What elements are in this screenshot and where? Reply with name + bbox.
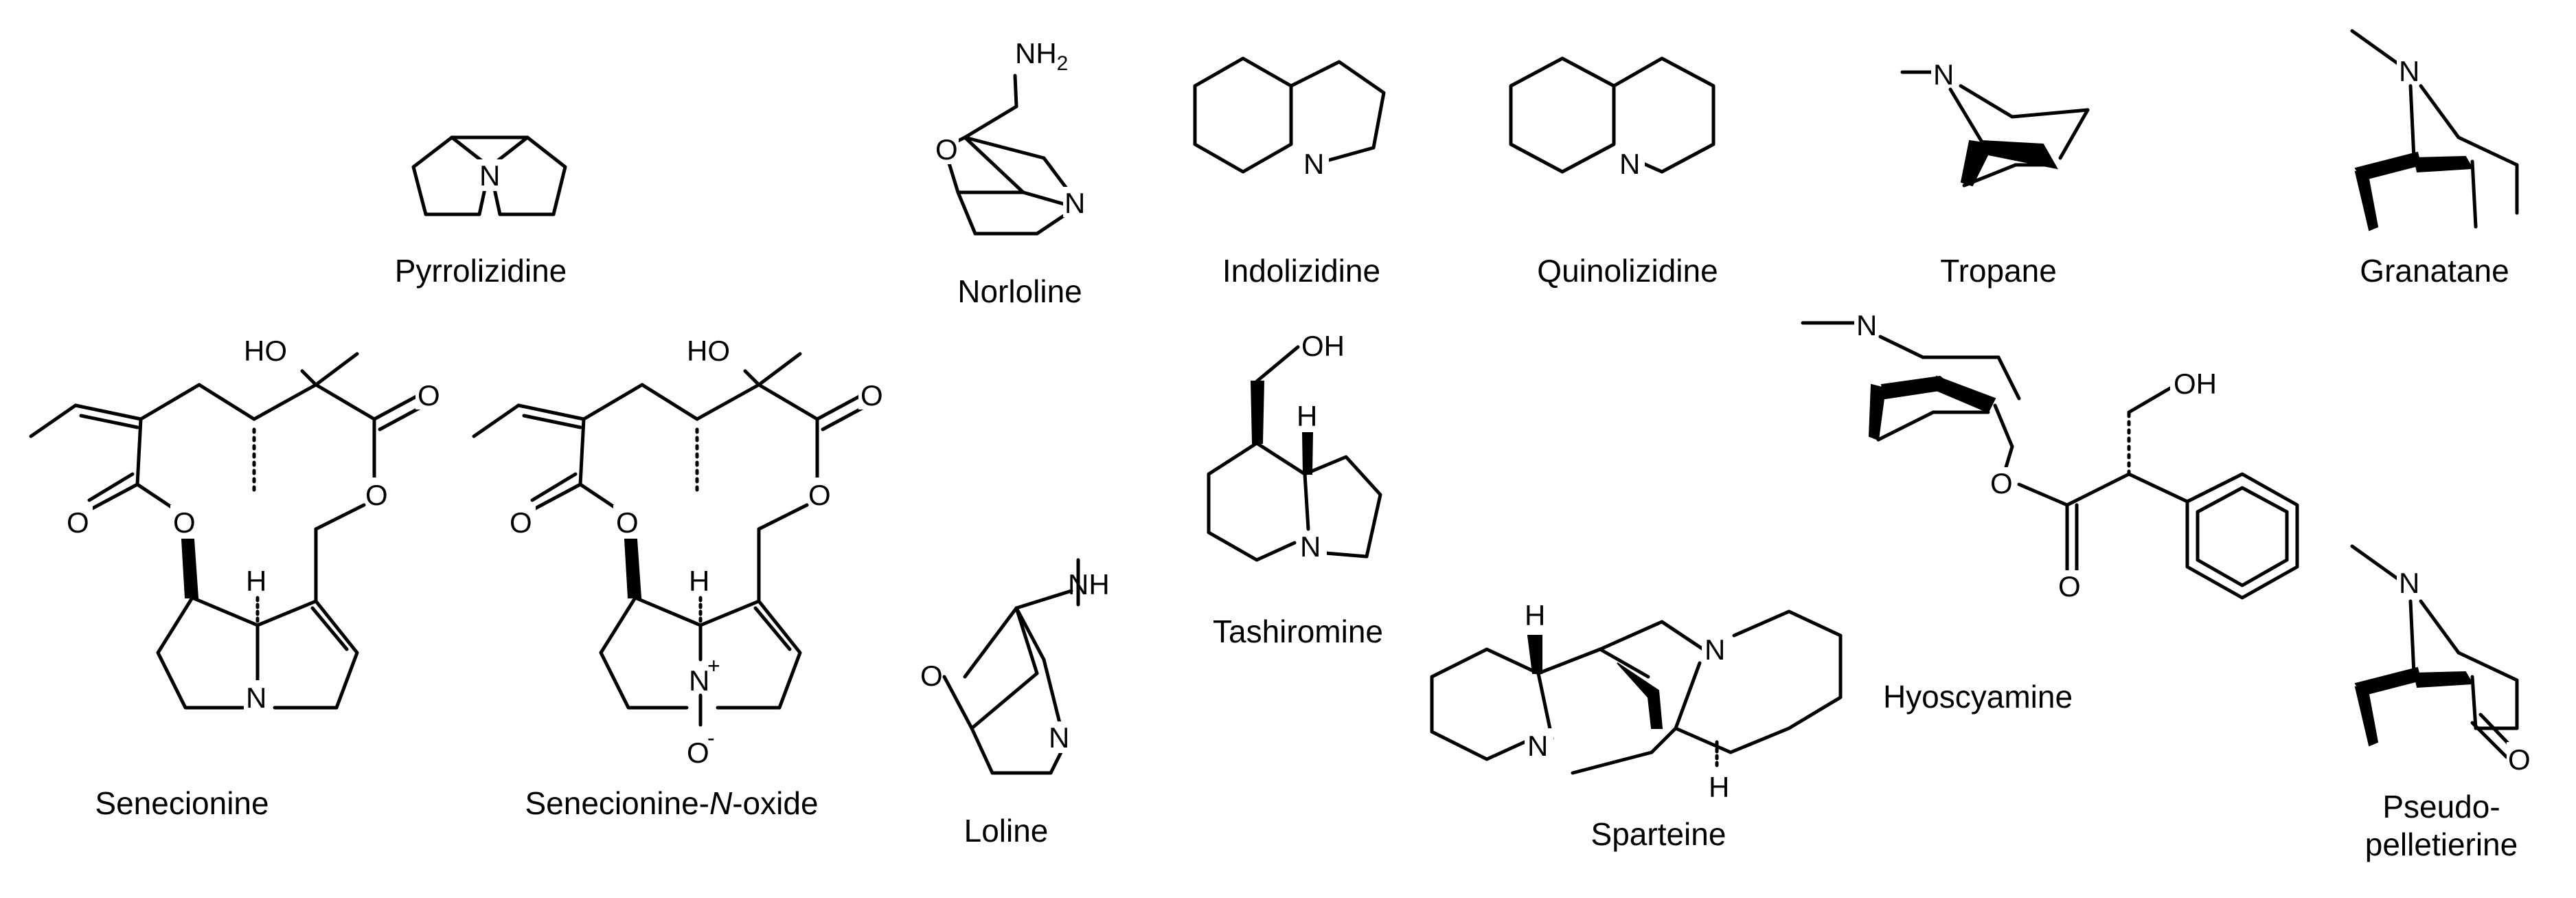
atom-o: O [860, 379, 883, 412]
label-pseudopelletierine-line1: Pseudo- [2382, 789, 2500, 824]
atom-o: O [2508, 743, 2531, 776]
hyoscyamine-structure: N O O OH [1801, 309, 2299, 603]
atom-oh: OH [2174, 368, 2217, 400]
atom-n: N [689, 664, 709, 697]
label-quinolizidine: Quinolizidine [1537, 253, 1718, 289]
atom-ho: HO [687, 335, 730, 367]
loline-structure: NH O N [917, 558, 1110, 775]
atom-n: N [1705, 633, 1725, 666]
atom-o: O [2058, 570, 2081, 603]
atom-o: O [935, 133, 958, 166]
charge-minus: - [707, 726, 715, 750]
atom-n: N [1303, 148, 1324, 180]
label-tropane: Tropane [1940, 253, 2057, 289]
atom-h: H [1525, 599, 1545, 631]
atom-oh: OH [1301, 330, 1345, 362]
atom-o: O [67, 506, 89, 539]
label-norloline: Norloline [957, 273, 1082, 309]
senecionine-structure: HO O O O O N H [29, 333, 443, 714]
label-sparteine: Sparteine [1591, 816, 1726, 852]
atom-n: N [246, 682, 266, 714]
quinolizidine-structure: N [1509, 56, 1716, 180]
label-indolizidine: Indolizidine [1222, 253, 1380, 289]
atom-o: O [920, 660, 943, 692]
atom-n: N [1300, 530, 1321, 563]
atom-n: N [2399, 55, 2419, 87]
pyrrolizidine-structure: N [411, 135, 567, 216]
atom-o: O [418, 379, 440, 412]
atom-o: O [808, 479, 831, 511]
label-hyoscyamine: Hyoscyamine [1883, 679, 2073, 715]
label-senecionine: Senecionine [95, 785, 269, 821]
senecionine-n-oxide-structure: HO O O O O N + O - H [472, 333, 886, 769]
atom-n: N [1064, 187, 1085, 219]
label-pseudopelletierine-line2: pelletierine [2365, 827, 2518, 862]
atom-ho: HO [244, 335, 287, 367]
norloline-structure: O N NH2 [934, 37, 1088, 236]
atom-n: N [2399, 567, 2419, 599]
atom-n: N [1933, 58, 1954, 91]
atom-n: N [479, 159, 500, 192]
atom-n: N [1049, 721, 1069, 754]
pseudopelletierine-structure: N O [2350, 544, 2534, 776]
charge-plus: + [707, 653, 720, 678]
atom-h: H [1709, 771, 1729, 803]
atom-h: H [689, 565, 709, 597]
atom-o: O [365, 479, 388, 511]
sparteine-structure: H N N H [1430, 599, 1843, 803]
tropane-structure: N [1900, 58, 2090, 188]
label-tashiromine: Tashiromine [1213, 614, 1383, 649]
tashiromine-structure: OH H N [1207, 330, 1382, 563]
label-granatane: Granatane [2360, 253, 2509, 289]
granatane-structure: N [2350, 29, 2519, 232]
atom-o: O [173, 506, 196, 539]
label-pyrrolizidine: Pyrrolizidine [395, 253, 567, 289]
atom-nh2: NH2 [1015, 37, 1068, 75]
atom-n: N [1856, 309, 1877, 341]
atom-h: H [246, 565, 266, 597]
atom-h: H [1297, 400, 1317, 432]
atom-o: O [616, 506, 639, 539]
atom-n: N [1527, 730, 1548, 762]
atom-o: O [687, 737, 709, 769]
atom-nh: NH [1068, 568, 1110, 600]
atom-o: O [510, 506, 532, 539]
label-senecionine-n-oxide: Senecionine-N-oxide [525, 785, 818, 821]
atom-n: N [1619, 148, 1640, 180]
label-loline: Loline [964, 813, 1049, 849]
indolizidine-structure: N [1193, 56, 1386, 180]
atom-o: O [1990, 467, 2013, 499]
